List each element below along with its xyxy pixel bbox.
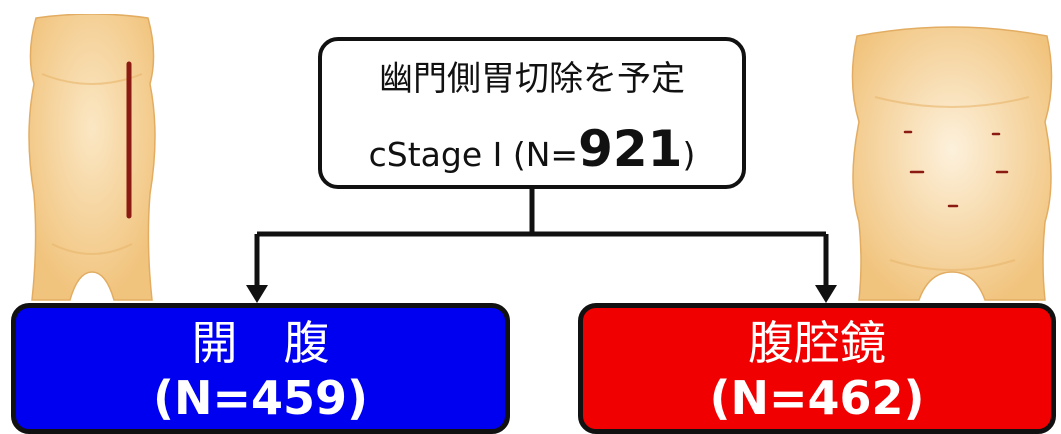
eligibility-count: cStage I (N=921) (322, 121, 742, 183)
stage-suffix: ) (682, 135, 696, 174)
arm-n-laparoscopic: (N=462) (709, 371, 925, 425)
eligibility-title: 幽門側胃切除を予定 (379, 59, 685, 99)
torso-open-icon (28, 14, 156, 301)
torso-lap-icon (851, 26, 1053, 301)
arm-name-open: 開 腹 (191, 316, 330, 370)
laparoscopic-torso-illustration (845, 22, 1059, 302)
open-surgery-arm-box: 開 腹 (N=459) (11, 303, 510, 434)
eligibility-box: 幽門側胃切除を予定 cStage I (N=921) (318, 37, 746, 189)
arm-n-open: (N=459) (152, 371, 369, 425)
arrow-right-head (815, 285, 837, 303)
stage-label: cStage I (N= (368, 135, 579, 174)
arm-name-laparoscopic: 腹腔鏡 (748, 316, 886, 370)
arrow-left-head (246, 285, 268, 303)
port-incisions (903, 130, 1009, 208)
open-surgery-torso-illustration (22, 14, 162, 304)
total-n: 921 (578, 120, 683, 178)
laparoscopic-arm-box: 腹腔鏡 (N=462) (578, 303, 1056, 434)
